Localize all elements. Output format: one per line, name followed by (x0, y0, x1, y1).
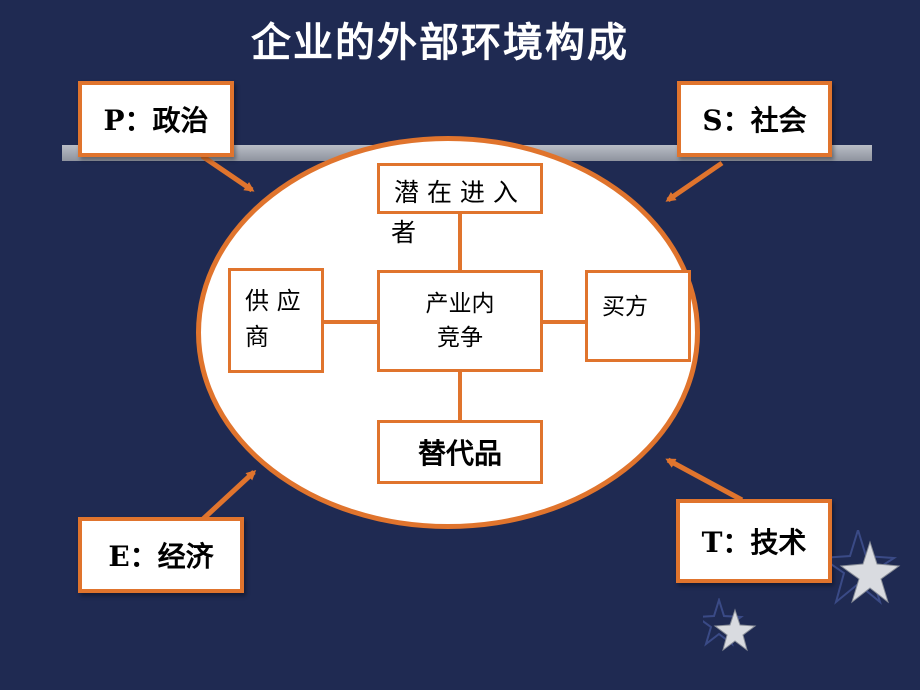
substitutes-label: 替代品 (417, 437, 502, 470)
arrow-t (665, 457, 744, 503)
suppliers-label-line1: 供 应 (245, 287, 301, 315)
potential-entrants-label-line2: 者 (391, 218, 417, 247)
pest-political-box: P：政治 (78, 81, 234, 157)
buyers-box: 买方 (585, 270, 691, 362)
potential-entrants-label: 潜 在 进 入 (394, 178, 518, 207)
star-icon-large (832, 530, 901, 605)
potential-entrants-box: 潜 在 进 入 (377, 163, 543, 214)
arrow-p (200, 153, 255, 193)
pest-economic-label: E：经济 (108, 540, 214, 573)
pest-social-label: S：社会 (702, 104, 807, 137)
pest-political-label: P：政治 (103, 104, 209, 137)
star-icon-small (703, 598, 757, 652)
industry-rivalry-label-line1: 产业内 (425, 291, 495, 317)
pest-economic-box: E：经济 (78, 517, 244, 593)
industry-rivalry-label-line2: 竞争 (437, 325, 483, 351)
arrow-e (200, 469, 257, 522)
suppliers-label-line2: 商 (245, 323, 269, 351)
pest-technology-label: T：技术 (701, 526, 807, 559)
industry-rivalry-box: 产业内 竞争 (377, 270, 543, 372)
arrow-s (665, 160, 724, 203)
pest-social-box: S：社会 (677, 81, 832, 157)
suppliers-box: 供 应 商 (228, 268, 324, 373)
buyers-label: 买方 (602, 294, 648, 320)
substitutes-box: 替代品 (377, 420, 543, 484)
pest-technology-box: T：技术 (676, 499, 832, 583)
page-title: 企业的外部环境构成 (251, 20, 629, 66)
